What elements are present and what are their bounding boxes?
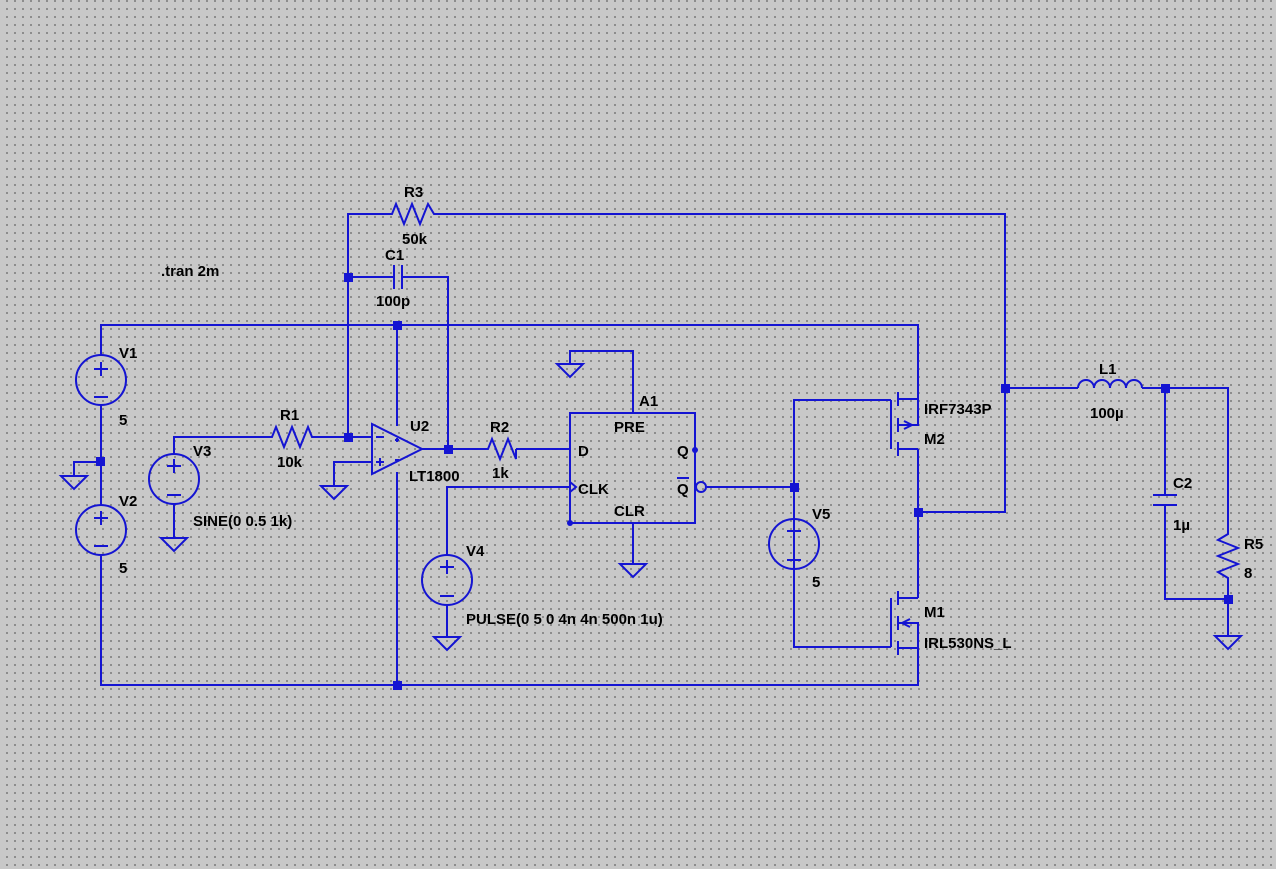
resistor-r2[interactable]: R2 1k bbox=[484, 419, 517, 482]
ground-icon[interactable] bbox=[58, 475, 90, 491]
wire-c1-right[interactable] bbox=[402, 276, 449, 449]
m1-value: IRL530NS_L bbox=[924, 635, 1012, 652]
junction-dot bbox=[914, 508, 923, 517]
r2-name: R2 bbox=[490, 419, 509, 436]
m2-value: IRF7343P bbox=[924, 401, 992, 418]
resistor-r1[interactable]: R1 10k bbox=[268, 407, 316, 471]
c1-value: 100p bbox=[376, 293, 410, 310]
v2-value: 5 bbox=[119, 560, 127, 577]
v5-value: 5 bbox=[812, 574, 820, 591]
l1-value: 100µ bbox=[1090, 405, 1124, 422]
wire-c2-bottom[interactable] bbox=[1164, 505, 1228, 600]
inductor-l1[interactable]: L1 100µ bbox=[1077, 361, 1143, 422]
capacitor-c2[interactable]: C2 1µ bbox=[1153, 475, 1192, 534]
a1-pin-d: D bbox=[578, 443, 589, 460]
r3-name: R3 bbox=[404, 184, 423, 201]
a1-pin-pre: PRE bbox=[614, 419, 645, 436]
l1-name: L1 bbox=[1099, 361, 1117, 378]
junction-dot bbox=[1224, 595, 1233, 604]
v4-name: V4 bbox=[466, 543, 485, 560]
wire-top-rail[interactable] bbox=[100, 324, 919, 390]
r1-value: 10k bbox=[277, 454, 303, 471]
wire-v3-r1[interactable] bbox=[173, 436, 268, 454]
resistor-r3[interactable]: R3 50k bbox=[388, 184, 438, 248]
c2-name: C2 bbox=[1173, 475, 1192, 492]
junction-dot bbox=[790, 483, 799, 492]
wire-l1-load[interactable] bbox=[1142, 387, 1229, 530]
capacitor-c1[interactable]: C1 100p bbox=[376, 247, 410, 310]
wire-v4-clk[interactable] bbox=[446, 486, 570, 555]
ground-icon[interactable] bbox=[158, 537, 190, 553]
u2-name: U2 bbox=[410, 418, 429, 435]
mosfet-m2[interactable]: IRF7343P M2 bbox=[890, 390, 992, 456]
voltage-source-v1[interactable]: V1 5 bbox=[75, 345, 137, 429]
v5-name: V5 bbox=[812, 506, 830, 523]
u2-value: LT1800 bbox=[409, 468, 460, 485]
v1-value: 5 bbox=[119, 412, 127, 429]
c1-name: C1 bbox=[385, 247, 404, 264]
wire-gate-bus[interactable] bbox=[793, 399, 891, 648]
c2-value: 1µ bbox=[1173, 517, 1190, 534]
mosfet-m1[interactable]: M1 IRL530NS_L bbox=[890, 591, 1012, 655]
voltage-source-v4[interactable]: V4 PULSE(0 5 0 4n 4n 500n 1u) bbox=[421, 543, 663, 628]
ground-icon[interactable] bbox=[318, 485, 350, 501]
v2-name: V2 bbox=[119, 493, 137, 510]
wires[interactable] bbox=[73, 213, 1229, 686]
v1-name: V1 bbox=[119, 345, 137, 362]
a1-name: A1 bbox=[639, 393, 658, 410]
junction-dot bbox=[444, 445, 453, 454]
a1-pin-clr: CLR bbox=[614, 503, 645, 520]
a1-pin-q: Q bbox=[677, 443, 689, 460]
junction-dot bbox=[1161, 384, 1170, 393]
wire-feedback-node[interactable] bbox=[347, 213, 388, 437]
r1-name: R1 bbox=[280, 407, 299, 424]
junction-dot bbox=[344, 433, 353, 442]
junctions bbox=[96, 273, 1233, 690]
wire-r3-output[interactable] bbox=[438, 213, 1006, 513]
ground-symbols[interactable] bbox=[58, 363, 1244, 652]
junction-dot bbox=[96, 457, 105, 466]
r2-value: 1k bbox=[492, 465, 509, 482]
v4-value: PULSE(0 5 0 4n 4n 500n 1u) bbox=[466, 611, 663, 628]
junction-dot bbox=[393, 321, 402, 330]
wire-inplus-ground[interactable] bbox=[333, 461, 372, 486]
wire-bottom-rail[interactable] bbox=[100, 556, 919, 686]
resistor-r5[interactable]: R5 8 bbox=[1215, 530, 1263, 582]
flipflop-a1[interactable]: A1 PRE D CLK CLR Q Q bbox=[567, 393, 707, 526]
r5-value: 8 bbox=[1244, 565, 1252, 582]
junction-dot bbox=[393, 681, 402, 690]
wire-mid-ground[interactable] bbox=[73, 461, 101, 476]
spice-directive[interactable]: .tran 2m bbox=[161, 263, 219, 280]
junction-dot bbox=[344, 273, 353, 282]
ground-icon[interactable] bbox=[431, 636, 463, 652]
m2-name: M2 bbox=[924, 431, 945, 448]
a1-pin-qbar: Q bbox=[677, 481, 689, 498]
m1-name: M1 bbox=[924, 604, 945, 621]
junction-dot bbox=[1001, 384, 1010, 393]
wire-pre-ground[interactable] bbox=[569, 350, 634, 413]
v3-value: SINE(0 0.5 1k) bbox=[193, 513, 292, 530]
ground-icon[interactable] bbox=[1212, 635, 1244, 651]
voltage-source-v5[interactable]: V5 5 bbox=[768, 506, 830, 591]
ground-icon[interactable] bbox=[554, 363, 586, 379]
ground-icon[interactable] bbox=[617, 563, 649, 579]
opamp-u2[interactable]: U2 LT1800 bbox=[371, 418, 460, 485]
a1-pin-clk: CLK bbox=[578, 481, 609, 498]
voltage-source-v3[interactable]: V3 SINE(0 0.5 1k) bbox=[148, 443, 292, 530]
v3-name: V3 bbox=[193, 443, 211, 460]
voltage-source-v2[interactable]: V2 5 bbox=[75, 493, 137, 577]
r5-name: R5 bbox=[1244, 536, 1263, 553]
r3-value: 50k bbox=[402, 231, 428, 248]
